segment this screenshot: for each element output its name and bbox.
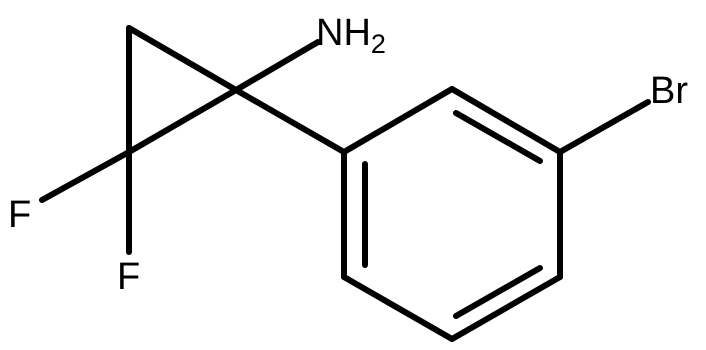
benzene-bond-1 — [341, 86, 455, 155]
amine-label: NH2 — [316, 12, 386, 59]
benzene-bond-5 — [341, 274, 455, 342]
fluorine-label-2: F — [117, 256, 140, 298]
benzene-inner-bond-top — [453, 110, 543, 164]
benzene-bond-4 — [449, 274, 563, 342]
bond-c-br — [557, 99, 651, 155]
benzene-bond-2 — [449, 86, 563, 155]
ring-bond-bottom — [126, 87, 239, 155]
bromine-label: Br — [650, 70, 688, 112]
fluorine-label-1: F — [8, 194, 31, 236]
bond-c-f1 — [39, 149, 132, 203]
benzene-inner-bond-bottom — [453, 265, 543, 319]
amine-symbol: NH — [316, 12, 371, 54]
amine-subscript: 2 — [371, 29, 386, 59]
bond-c-n — [233, 39, 321, 93]
bond-c-aryl — [233, 87, 347, 155]
ring-bond-top — [126, 25, 239, 93]
